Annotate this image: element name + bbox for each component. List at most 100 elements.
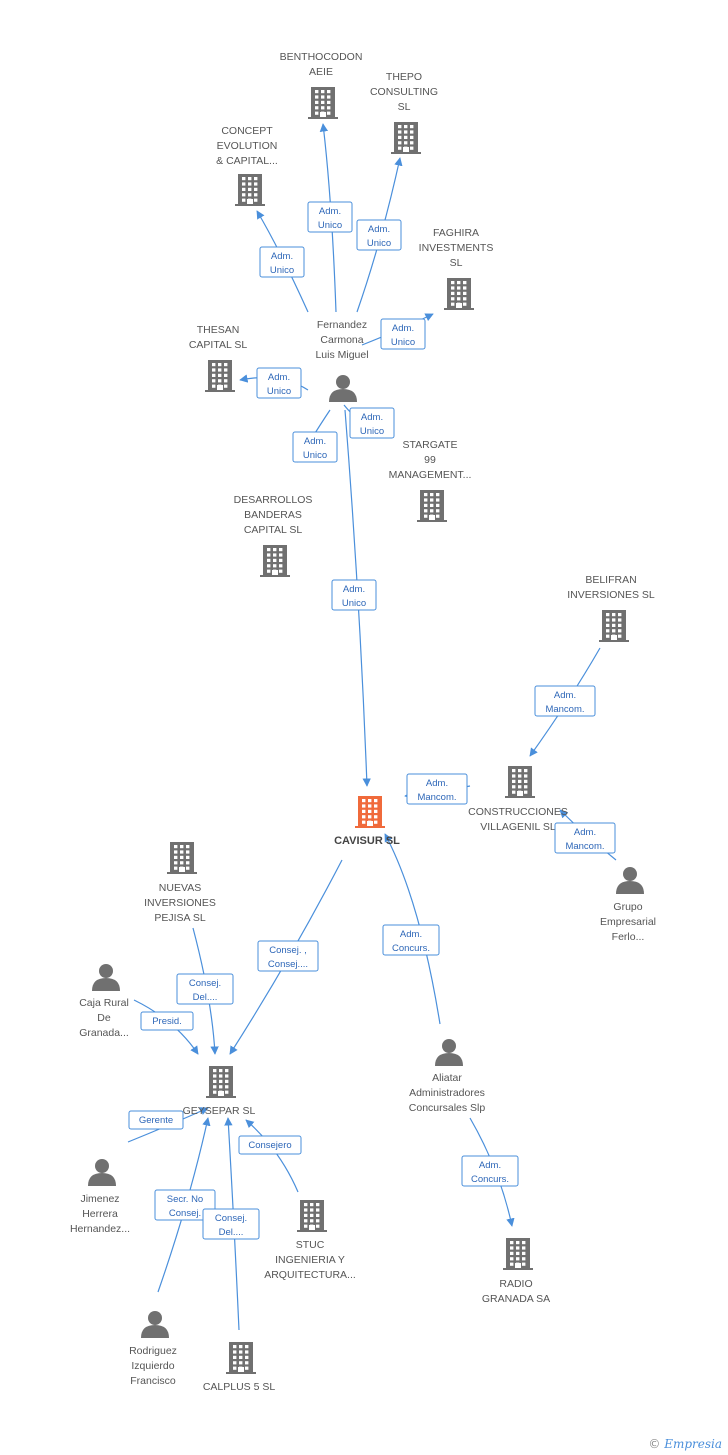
relation-text: Adm. <box>392 323 414 334</box>
building-icon[interactable] <box>444 278 474 310</box>
edge-stuc-to-geysepar <box>245 1119 299 1193</box>
relation-label-fernandez-faghira[interactable]: Adm. Unico <box>380 318 426 350</box>
relation-label-fernandez-concept[interactable]: Adm.Unico <box>259 246 305 278</box>
relation-label-belifran-construcciones[interactable]: Adm. Mancom. <box>534 685 596 717</box>
node-label: CONSULTING <box>370 86 438 98</box>
node-label: INGENIERIA Y <box>275 1254 345 1266</box>
relation-label-fernandez-thesan[interactable]: Adm.Unico <box>256 367 302 399</box>
relation-label-calplus-geysepar[interactable]: Consej.Del.... <box>202 1208 260 1240</box>
relation-label-cavisur-geysepar[interactable]: Consej. ,Consej.... <box>257 940 319 972</box>
relation-text: Del.... <box>193 992 218 1003</box>
node-label: AEIE <box>309 66 333 78</box>
building-icon[interactable] <box>308 87 338 119</box>
building-icon[interactable] <box>260 545 290 577</box>
building-icon[interactable] <box>235 174 265 206</box>
relation-text: Unico <box>391 337 415 348</box>
person-icon[interactable] <box>92 964 120 991</box>
building-icon[interactable] <box>505 766 535 798</box>
node-label: Caja Rural <box>79 997 129 1009</box>
node-label: Izquierdo <box>131 1360 174 1372</box>
node-label: SL <box>450 257 463 269</box>
node-label: BELIFRAN <box>585 574 636 586</box>
person-icon[interactable] <box>616 867 644 894</box>
node-label: BANDERAS <box>244 509 302 521</box>
brand-name: Empresia <box>664 1437 722 1451</box>
person-icon[interactable] <box>435 1039 463 1066</box>
relation-text: Mancom. <box>565 841 604 852</box>
relation-label-nuevas-geysepar[interactable]: Consej.Del.... <box>176 973 234 1005</box>
node-calplus[interactable]: CALPLUS 5 SL <box>203 1342 276 1393</box>
relation-text: Mancom. <box>545 704 584 715</box>
relation-label-fernandez-stargate[interactable]: Adm.Unico <box>349 407 395 439</box>
relation-text: Unico <box>342 598 366 609</box>
node-cajarural[interactable]: Caja RuralDeGranada... <box>79 964 129 1039</box>
relation-label-aliatar-radio[interactable]: Adm.Concurs. <box>461 1155 519 1187</box>
building-icon[interactable] <box>205 360 235 392</box>
relation-text: Presid. <box>152 1016 182 1027</box>
node-label: DESARROLLOS <box>234 494 313 506</box>
node-geysepar[interactable]: GEYSEPAR SL <box>183 1066 256 1117</box>
person-icon[interactable] <box>329 375 357 402</box>
node-label: PEJISA SL <box>154 912 206 924</box>
relation-label-grupo-construcciones[interactable]: Adm.Mancom. <box>554 822 616 854</box>
relation-label-stuc-geysepar[interactable]: Consejero <box>238 1135 302 1155</box>
node-label: CALPLUS 5 SL <box>203 1381 276 1393</box>
building-icon[interactable] <box>391 122 421 154</box>
relation-label-construcciones-cavisur[interactable]: Adm.Mancom. <box>406 773 468 805</box>
node-label: Jimenez <box>80 1193 119 1205</box>
node-grupo[interactable]: GrupoEmpresarialFerlo... <box>600 867 656 943</box>
relation-label-fernandez-thepo[interactable]: Adm.Unico <box>356 219 402 251</box>
node-stargate[interactable]: STARGATE99MANAGEMENT... <box>389 439 472 522</box>
person-icon[interactable] <box>88 1159 116 1186</box>
node-label: Grupo <box>613 901 642 913</box>
relation-label-fernandez-desarrollos[interactable]: Adm.Unico <box>292 431 338 463</box>
person-icon[interactable] <box>141 1311 169 1338</box>
relation-label-fernandez-cavisur[interactable]: Adm.Unico <box>331 579 377 611</box>
building-icon[interactable] <box>503 1238 533 1270</box>
relation-text: Adm. <box>271 251 293 262</box>
node-jimenez[interactable]: JimenezHerreraHernandez... <box>70 1159 130 1235</box>
building-icon[interactable] <box>355 796 385 828</box>
node-label: BENTHOCODON <box>280 51 363 63</box>
relation-label-jimenez-geysepar[interactable]: Gerente <box>128 1110 184 1130</box>
copyright-symbol: © <box>648 1437 661 1451</box>
node-label: Luis Miguel <box>315 349 368 361</box>
building-icon[interactable] <box>167 842 197 874</box>
building-icon[interactable] <box>297 1200 327 1232</box>
node-label: & CAPITAL... <box>216 155 278 167</box>
building-icon[interactable] <box>417 490 447 522</box>
building-icon[interactable] <box>206 1066 236 1098</box>
node-label: Aliatar <box>432 1072 462 1084</box>
relation-text: Consej. <box>169 1208 201 1219</box>
node-label: CONSTRUCCIONES <box>468 806 568 818</box>
relation-label-fernandez-benthocodon[interactable]: Adm.Unico <box>307 201 353 233</box>
relation-text: Adm. <box>554 690 576 701</box>
node-cavisur[interactable]: CAVISUR SL <box>334 796 400 847</box>
empresia-logo[interactable]: © Empresia <box>648 1437 722 1451</box>
relation-label-aliatar-cavisur[interactable]: Adm.Concurs. <box>382 924 440 956</box>
relation-text: Unico <box>267 386 291 397</box>
building-icon[interactable] <box>599 610 629 642</box>
relation-label-cajarural-geysepar[interactable]: Presid. <box>140 1011 194 1031</box>
node-label: STUC <box>296 1239 325 1251</box>
node-benthocodon[interactable]: BENTHOCODON AEIE <box>280 51 363 119</box>
building-icon[interactable] <box>226 1342 256 1374</box>
node-label: Carmona <box>320 334 363 346</box>
relation-text: Concurs. <box>471 1174 509 1185</box>
relation-text: Unico <box>303 450 327 461</box>
relation-text: Consej. , <box>269 945 307 956</box>
